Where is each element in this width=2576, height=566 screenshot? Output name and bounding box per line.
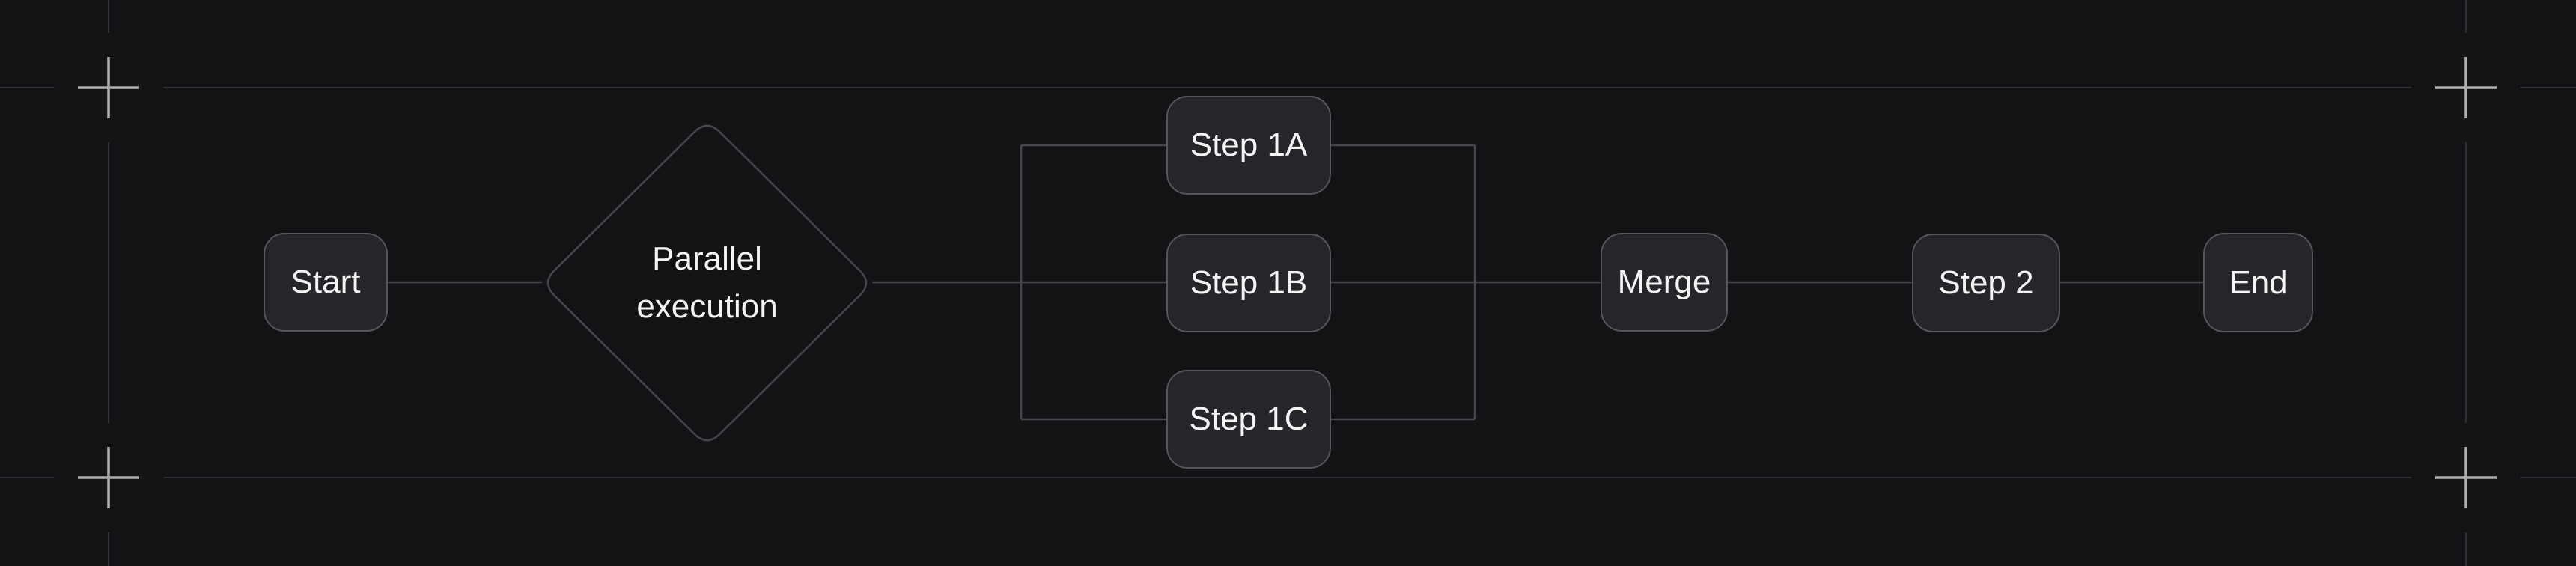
node-label: End [2229, 264, 2288, 301]
node-label: Start [290, 264, 361, 301]
node-label: Step 1B [1190, 264, 1308, 302]
node-label: Step 2 [1938, 264, 2034, 302]
diamond-shape [546, 124, 868, 442]
node-label: Merge [1617, 264, 1711, 301]
node-start[interactable]: Start [264, 233, 388, 332]
node-step-1c[interactable]: Step 1C [1166, 370, 1331, 469]
node-label: Step 1C [1189, 401, 1309, 438]
node-step-2[interactable]: Step 2 [1912, 234, 2060, 332]
node-parallel-execution[interactable]: Parallel execution [541, 118, 874, 448]
diamond-outline [546, 124, 868, 442]
node-end[interactable]: End [2203, 233, 2313, 332]
node-label: Step 1A [1190, 127, 1308, 164]
node-step-1b[interactable]: Step 1B [1166, 234, 1331, 332]
node-step-1a[interactable]: Step 1A [1166, 96, 1331, 195]
node-merge[interactable]: Merge [1601, 233, 1728, 332]
